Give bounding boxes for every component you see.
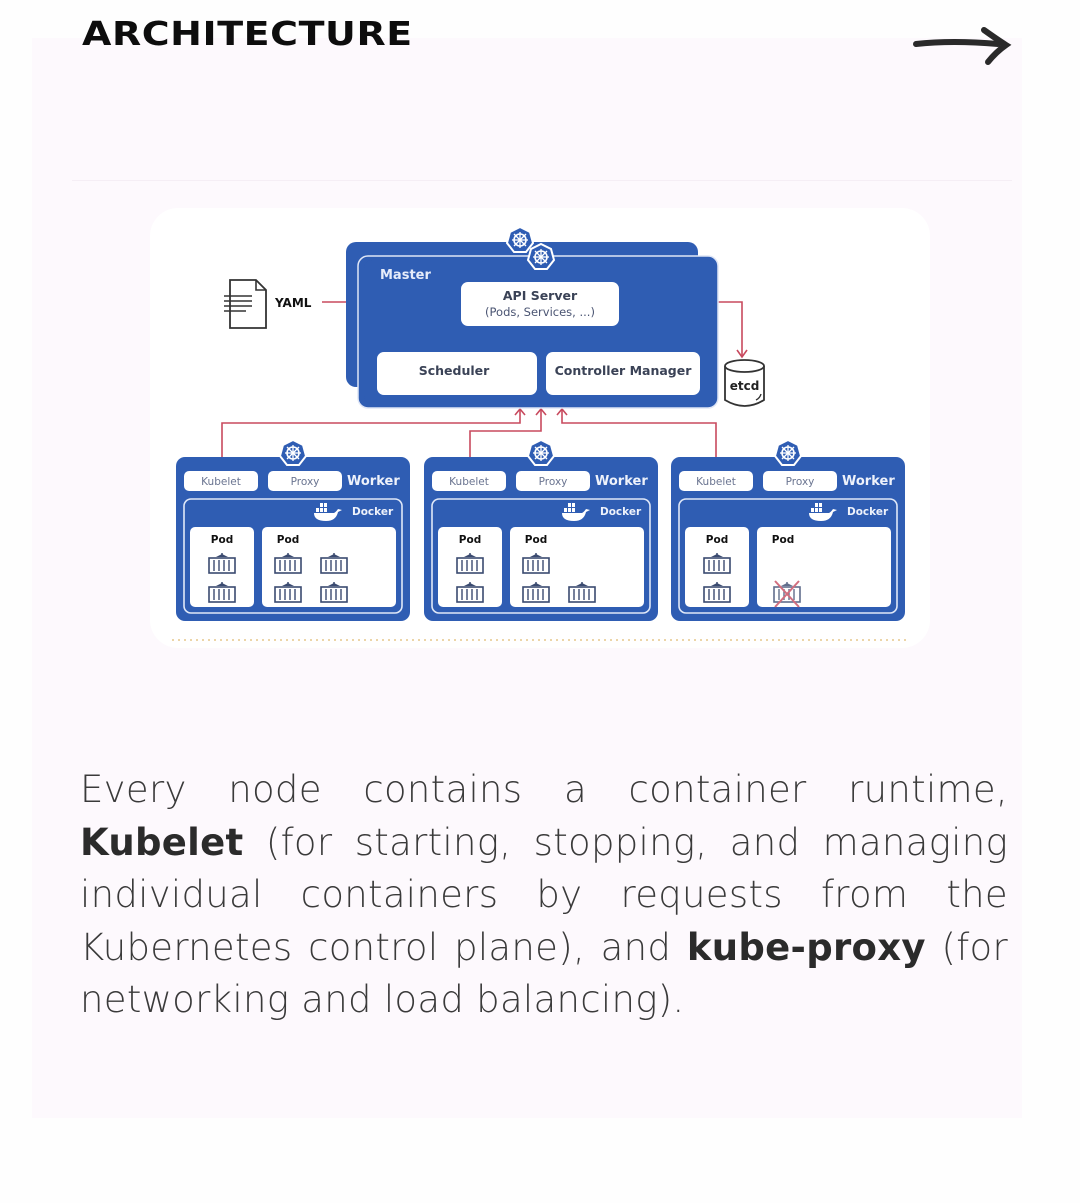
failed-container-icon xyxy=(773,580,801,608)
api-server-box xyxy=(461,282,619,326)
kubelet-box xyxy=(184,471,258,491)
kubelet-label: Kubelet xyxy=(696,476,736,488)
docker-label: Docker xyxy=(847,506,889,518)
worker-label: Worker xyxy=(842,474,895,489)
yaml-label: YAML xyxy=(274,296,312,310)
arrow-right-icon[interactable] xyxy=(912,24,1012,68)
description-text-2: (for starting, stopping, and managing in… xyxy=(80,820,1008,969)
etcd-database-icon xyxy=(724,359,765,407)
proxy-box xyxy=(516,471,590,491)
kubelet-label: Kubelet xyxy=(449,476,489,488)
kubernetes-architecture-diagram: YAML Master API Server (Pods, Services, … xyxy=(172,226,908,641)
kubernetes-icon xyxy=(527,439,555,466)
pod: Pod xyxy=(510,527,644,607)
etcd-label: etcd xyxy=(730,379,760,393)
api-server-title: API Server xyxy=(503,288,578,303)
kube-proxy-term: kube-proxy xyxy=(686,925,926,969)
pod-label: Pod xyxy=(706,534,728,546)
pod-label: Pod xyxy=(211,534,233,546)
pod-label: Pod xyxy=(459,534,481,546)
controller-manager-label: Controller Manager xyxy=(555,363,693,378)
description-paragraph: Every node contains a container runtime,… xyxy=(80,764,1008,1027)
kubelet-box xyxy=(679,471,753,491)
kubelet-label: Kubelet xyxy=(201,476,241,488)
kubelet-box xyxy=(432,471,506,491)
kubernetes-icon xyxy=(774,439,802,466)
controller-manager-box xyxy=(546,352,700,395)
pod: Pod xyxy=(685,527,749,607)
worker-label: Worker xyxy=(347,474,400,489)
master-label: Master xyxy=(380,268,431,283)
yaml-file-icon xyxy=(224,279,267,329)
pod: Pod xyxy=(190,527,254,607)
master-node: Master API Server (Pods, Services, ...) … xyxy=(346,226,719,409)
page-title: ARCHITECTURE xyxy=(82,14,413,53)
proxy-label: Proxy xyxy=(291,476,320,488)
proxy-box xyxy=(268,471,342,491)
scheduler-label: Scheduler xyxy=(419,363,490,378)
pod-label: Pod xyxy=(277,534,299,546)
description-text-1: Every node contains a container runtime, xyxy=(80,768,1008,811)
api-server-subtitle: (Pods, Services, ...) xyxy=(485,305,595,319)
kubelet-term: Kubelet xyxy=(80,820,244,864)
pod: Pod xyxy=(262,527,396,607)
pod-label: Pod xyxy=(525,534,547,546)
kubernetes-icon xyxy=(279,439,307,466)
proxy-box xyxy=(763,471,837,491)
docker-label: Docker xyxy=(600,506,642,518)
proxy-label: Proxy xyxy=(539,476,568,488)
arrowheads xyxy=(514,349,748,416)
proxy-label: Proxy xyxy=(786,476,815,488)
docker-label: Docker xyxy=(352,506,394,518)
scheduler-box xyxy=(377,352,537,395)
worker-label: Worker xyxy=(595,474,648,489)
pod-label: Pod xyxy=(772,534,794,546)
description-text-3: (for networking and load balancing). xyxy=(80,925,1008,1022)
pod: Pod xyxy=(757,527,891,608)
pod: Pod xyxy=(438,527,502,607)
